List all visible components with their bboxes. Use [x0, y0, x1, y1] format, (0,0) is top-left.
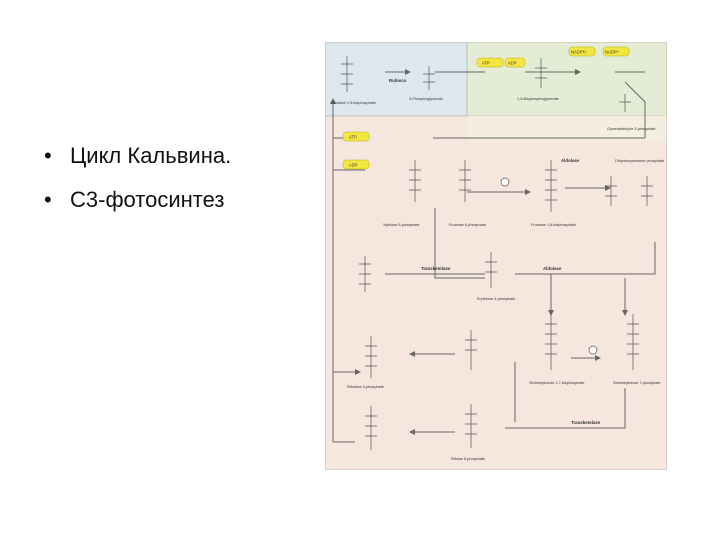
- diagram-canvas: NADPH NADP+ ATP ADP ATP ADP: [325, 42, 667, 470]
- cofactor-labels: NADPH NADP+ ATP ADP ATP ADP: [349, 50, 620, 168]
- compound-label: Ribose 5-phosphate: [451, 457, 485, 461]
- compound-label: Fructose 1,6-bisphosphate: [531, 223, 576, 227]
- cofactor-label: ADP: [349, 163, 358, 168]
- panel-carbon-fixation: [325, 42, 468, 117]
- enzyme-label: Rubisco: [389, 78, 407, 83]
- compound-label: Ribulose 5-phosphate: [347, 385, 384, 389]
- cofactor-label: NADP+: [605, 50, 620, 55]
- panel-regeneration: [325, 115, 667, 470]
- bullet-item-calvin-cycle: • Цикл Кальвина.: [44, 134, 231, 178]
- bullet-marker: •: [44, 187, 52, 212]
- compound-label: Xylulose 5-phosphate: [383, 223, 420, 227]
- bullet-item-c3-photosynthesis: • С3-фотосинтез: [44, 178, 231, 222]
- compound-label: Ribulose 1,5-bisphosphate: [331, 101, 376, 105]
- bullet-text: Цикл Кальвина.: [70, 143, 232, 168]
- bullet-text: С3-фотосинтез: [70, 187, 225, 212]
- compound-label: Fructose 6-phosphate: [449, 223, 486, 227]
- compound-label: Dihydroxyacetone phosphate: [615, 159, 664, 163]
- compound-label: 3-Phosphoglycerate: [409, 97, 443, 101]
- cofactor-label: ATP: [349, 135, 357, 140]
- bullet-marker: •: [44, 143, 52, 168]
- enzyme-label: Aldolase: [561, 158, 580, 163]
- enzyme-label: Transketolase: [571, 420, 601, 425]
- compound-label: Sedoheptulose 1,7-bisphosphate: [529, 381, 585, 385]
- compound-label: Glyceraldehyde 3-phosphate: [607, 127, 656, 131]
- compound-label: Sedoheptulose 7-phosphate: [613, 381, 661, 385]
- cofactor-label: ATP: [482, 61, 490, 66]
- bullet-list: • Цикл Кальвина. • С3-фотосинтез: [44, 134, 231, 222]
- enzyme-label: Transketolase: [421, 266, 451, 271]
- calvin-cycle-diagram: NADPH NADP+ ATP ADP ATP ADP: [325, 42, 667, 470]
- cofactor-label: NADPH: [571, 50, 586, 55]
- compound-label: 1,3-Bisphosphoglycerate: [517, 97, 559, 101]
- compound-label: Erythrose 4-phosphate: [477, 297, 515, 301]
- cycle-connector-lines: [332, 71, 656, 443]
- enzyme-labels: Rubisco Aldolase Transketolase Transketo…: [389, 78, 601, 425]
- arrowheads: [330, 69, 628, 435]
- compound-labels: Ribulose 1,5-bisphosphate 3-Phosphoglyce…: [331, 97, 664, 461]
- cofactor-badges: [342, 46, 630, 355]
- enzyme-label: Aldolase: [543, 266, 562, 271]
- cofactor-label: ADP: [508, 61, 517, 66]
- molecule-structures: [341, 56, 653, 450]
